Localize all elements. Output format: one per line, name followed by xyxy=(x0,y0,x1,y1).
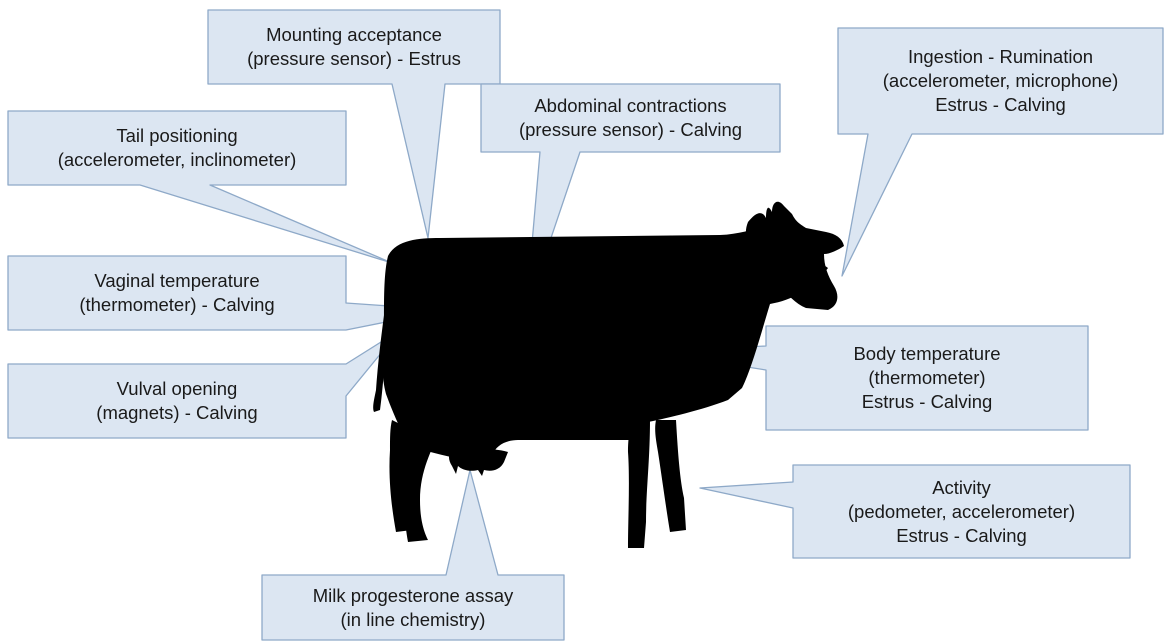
cow-body xyxy=(382,224,828,460)
callout-vulval-line-2: (magnets) - Calving xyxy=(96,402,258,423)
callout-ingestion-line-1: Ingestion - Rumination xyxy=(907,46,1094,67)
callout-ingestion-shape xyxy=(837,27,1164,277)
callout-activity-line-2: (pedometer, accelerometer) xyxy=(847,500,1076,522)
callout-vaginal: Vaginal temperature (thermometer) - Calv… xyxy=(8,256,346,330)
callout-ingestion-line-3: Estrus - Calving xyxy=(935,94,1066,115)
callout-milk-shape xyxy=(261,469,565,641)
cow-front-leg-left xyxy=(628,420,650,548)
callout-tail: Tail positioning (accelerometer, inclino… xyxy=(8,111,346,185)
callout-milk-line-1: Milk progesterone assay xyxy=(312,584,514,606)
callout-shapes xyxy=(7,9,1164,641)
callout-body-temp-line-3: Estrus - Calving xyxy=(861,391,993,412)
callout-vulval-shape xyxy=(7,329,401,439)
callout-vulval-line-1: Vulval opening xyxy=(116,378,238,399)
callout-vulval: Vulval opening (magnets) - Calving xyxy=(8,364,346,438)
callout-activity-shape xyxy=(699,464,1131,559)
callout-body-temp-line-2: (thermometer) xyxy=(868,367,986,388)
callout-body-temp-line-1: Body temperature xyxy=(853,343,1001,364)
cow-head xyxy=(745,201,844,310)
callout-milk: Milk progesterone assay (in line chemist… xyxy=(262,575,564,640)
callout-mounting-line-2: (pressure sensor) - Estrus xyxy=(247,48,461,69)
cow-tail xyxy=(373,300,390,412)
callout-ingestion-line-2: (accelerometer, microphone) xyxy=(882,70,1119,91)
callout-activity-line-1: Activity xyxy=(932,476,991,498)
callout-abdominal-shape xyxy=(480,83,781,313)
callout-mounting-line-1: Mounting acceptance xyxy=(266,24,442,45)
callout-abdominal-line-1: Abdominal contractions xyxy=(534,95,727,116)
callout-activity-line-3: Estrus - Calving xyxy=(896,524,1027,546)
cow-hind-leg-right xyxy=(403,420,440,542)
callout-vaginal-line-1: Vaginal temperature xyxy=(94,270,260,291)
callout-vaginal-line-2: (thermometer) - Calving xyxy=(79,294,275,315)
callout-tail-shape xyxy=(7,110,393,264)
cow-udder xyxy=(449,448,508,476)
callout-activity: Activity (pedometer, accelerometer) Estr… xyxy=(793,465,1130,558)
callout-milk-line-2: (in line chemistry) xyxy=(340,608,486,630)
callout-mounting: Mounting acceptance (pressure sensor) - … xyxy=(208,10,500,84)
callout-mounting-shape xyxy=(207,9,501,239)
callout-body-temp: Body temperature (thermometer) Estrus - … xyxy=(766,326,1088,430)
callout-ingestion: Ingestion - Rumination (accelerometer, m… xyxy=(838,28,1163,134)
callout-tail-line-1: Tail positioning xyxy=(116,125,238,146)
callout-abdominal-line-2: (pressure sensor) - Calving xyxy=(518,119,743,140)
cow-front-leg-right xyxy=(655,420,686,532)
callout-tail-line-2: (accelerometer, inclinometer) xyxy=(57,149,297,170)
callout-abdominal: Abdominal contractions (pressure sensor)… xyxy=(481,84,780,152)
cow-silhouette xyxy=(373,201,844,548)
